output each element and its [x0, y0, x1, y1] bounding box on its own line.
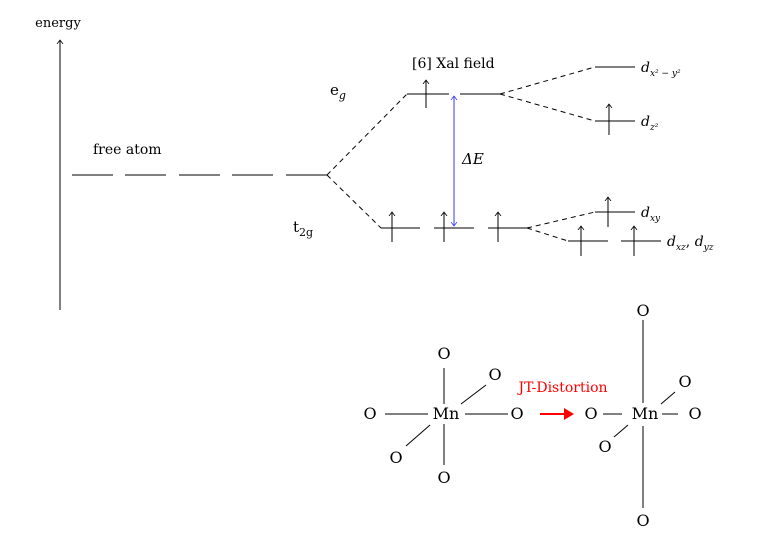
free-atom-levels: free atom — [72, 142, 327, 176]
oxygen-atom: O — [678, 372, 691, 391]
oxygen-atom: O — [389, 448, 402, 467]
t2g-jt-split — [526, 197, 661, 256]
orbital-label-dz2: dz² — [641, 114, 659, 133]
splitting-lines — [326, 93, 408, 229]
energy-axis-label: energy — [35, 16, 81, 31]
mn-atom: Mn — [433, 404, 460, 423]
oxygen-atom: O — [437, 344, 450, 363]
eg-levels: [6] Xal field — [407, 56, 500, 108]
oxygen-atom: O — [636, 511, 649, 530]
oxygen-atom: O — [688, 404, 701, 423]
energy-axis: energy — [35, 16, 81, 310]
oxygen-atom: O — [584, 404, 597, 423]
field-label: [6] Xal field — [412, 56, 495, 72]
molecule-left: Mn O O O O O O — [363, 344, 523, 487]
oxygen-atom: O — [437, 468, 450, 487]
oxygen-atom: O — [510, 404, 523, 423]
eg-jt-split — [499, 66, 635, 135]
oxygen-atom: O — [363, 404, 376, 423]
delta-e-label: ΔE — [461, 150, 484, 168]
t2g-label: t2g — [293, 218, 313, 239]
free-atom-label: free atom — [93, 142, 162, 158]
eg-label: eg — [330, 81, 346, 102]
molecule-right: Mn O O O O O O — [584, 301, 701, 530]
oxygen-atom: O — [636, 301, 649, 320]
orbital-label-dxy: dxy — [641, 205, 661, 224]
oxygen-atom: O — [488, 365, 501, 384]
orbital-label-dxz-dyz: dxz, dyz — [667, 234, 714, 253]
delta-e-arrow: ΔE — [454, 96, 484, 226]
jt-distortion-arrow: JT-Distortion — [516, 380, 608, 420]
oxygen-atom: O — [598, 437, 611, 456]
jt-distortion-label: JT-Distortion — [516, 380, 607, 396]
mn-atom: Mn — [632, 404, 659, 423]
orbital-label-dx2y2: dx² − y² — [641, 60, 681, 79]
t2g-levels — [381, 212, 527, 242]
